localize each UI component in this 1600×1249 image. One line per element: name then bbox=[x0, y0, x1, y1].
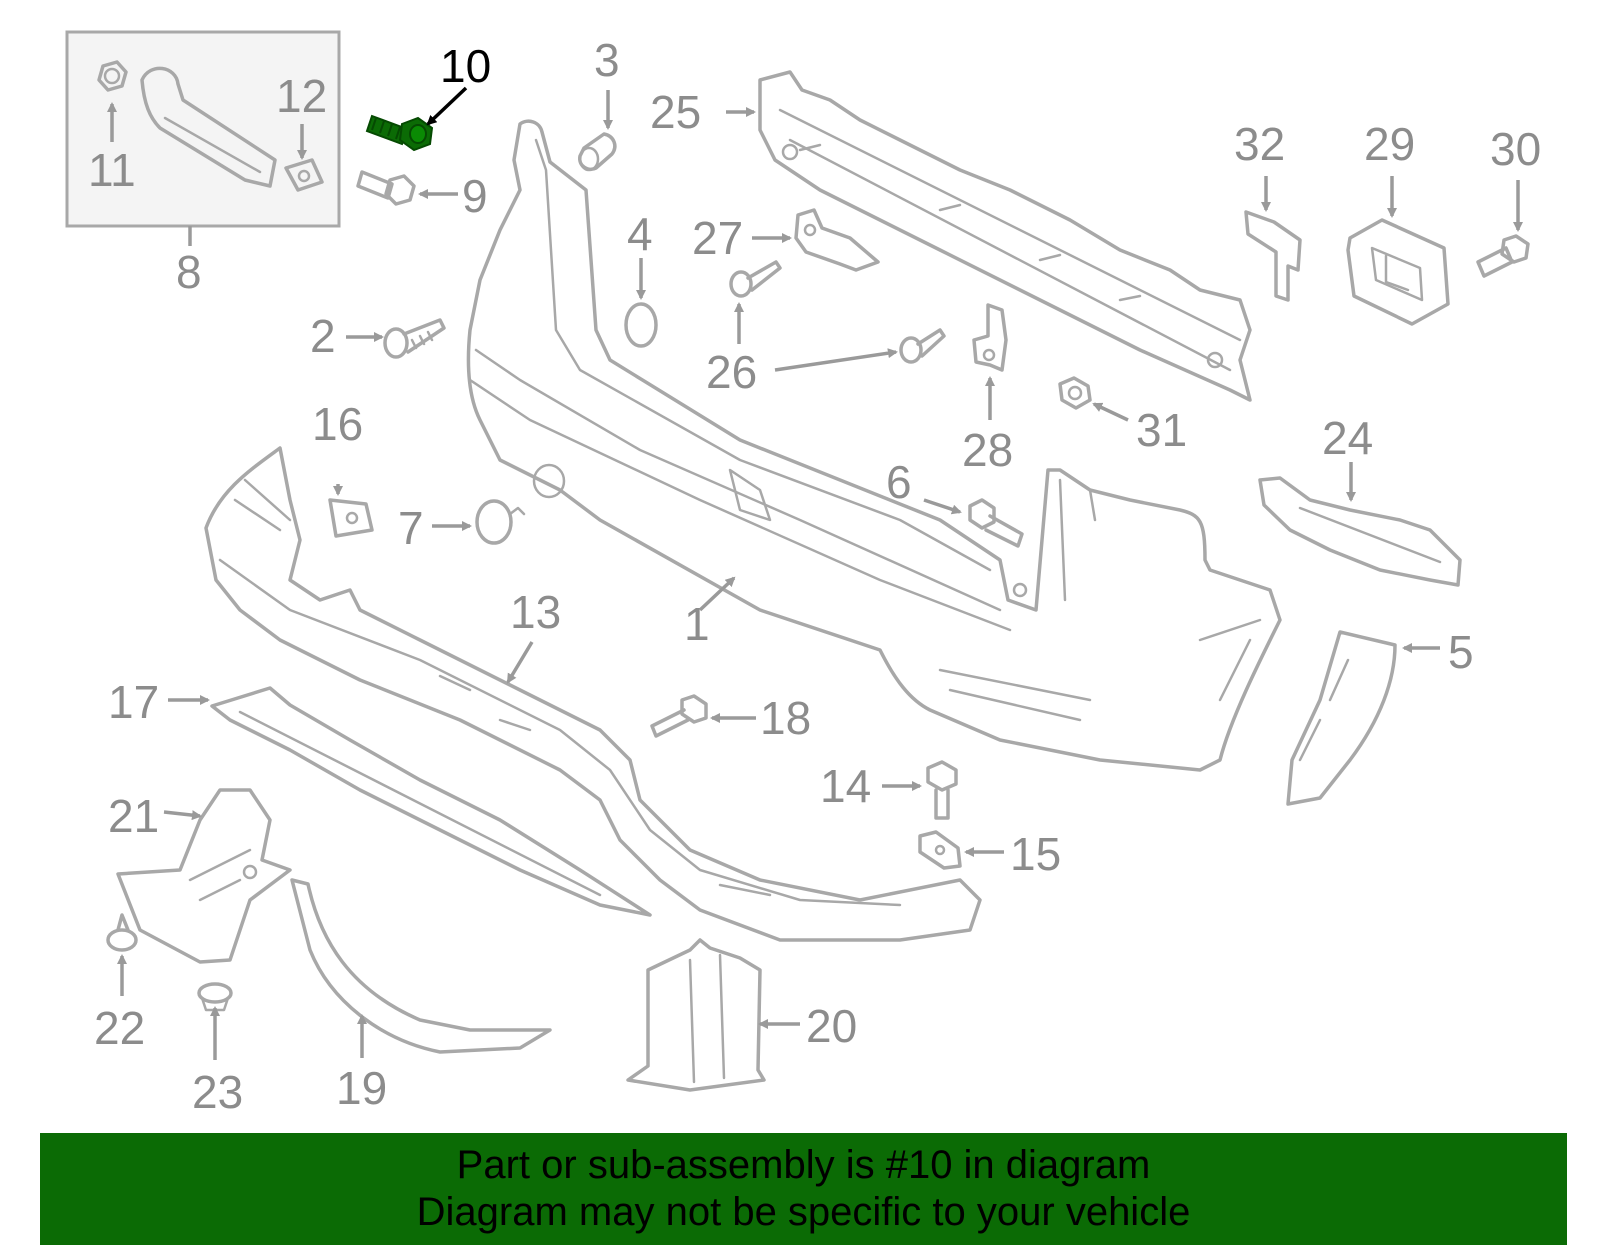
callout-3[interactable]: 3 bbox=[594, 34, 620, 86]
part-10-bolt[interactable] bbox=[365, 114, 434, 152]
part-31-nut[interactable] bbox=[1058, 376, 1092, 410]
part-16-clip[interactable] bbox=[328, 498, 374, 538]
part-8-bracket[interactable] bbox=[140, 66, 277, 188]
callout-16[interactable]: 16 bbox=[312, 398, 363, 450]
part-15-clip[interactable] bbox=[918, 830, 962, 870]
part-9-bolt[interactable] bbox=[356, 170, 416, 206]
callout-10[interactable]: 10 bbox=[440, 40, 491, 92]
part-26-screw-a[interactable] bbox=[729, 260, 782, 298]
part-25-reinforcement[interactable] bbox=[758, 70, 1252, 402]
part-2-screw[interactable] bbox=[383, 318, 446, 359]
part-22-pin[interactable] bbox=[106, 913, 138, 952]
part-5-molding[interactable] bbox=[1286, 630, 1397, 806]
callout-30[interactable]: 30 bbox=[1490, 123, 1541, 175]
callout-13[interactable]: 13 bbox=[510, 586, 561, 638]
callout-26[interactable]: 26 bbox=[706, 346, 757, 398]
part-13-valance[interactable] bbox=[204, 446, 982, 942]
callout-12[interactable]: 12 bbox=[276, 70, 327, 122]
part-12-clip[interactable] bbox=[284, 158, 324, 192]
part-27-bracket[interactable] bbox=[794, 208, 880, 272]
part-28-bracket[interactable] bbox=[972, 303, 1008, 372]
banner-line-2: Diagram may not be specific to your vehi… bbox=[416, 1190, 1191, 1234]
callout-2[interactable]: 2 bbox=[310, 310, 336, 362]
part-24-trim[interactable] bbox=[1258, 476, 1462, 587]
callout-arrows bbox=[107, 90, 1523, 1060]
callout-7[interactable]: 7 bbox=[398, 502, 424, 554]
callout-8[interactable]: 8 bbox=[176, 246, 202, 298]
callout-24[interactable]: 24 bbox=[1322, 412, 1373, 464]
part-23-nut[interactable] bbox=[197, 982, 233, 1012]
callout-19[interactable]: 19 bbox=[336, 1062, 387, 1114]
callout-31[interactable]: 31 bbox=[1136, 404, 1187, 456]
callout-14[interactable]: 14 bbox=[820, 760, 871, 812]
callout-11[interactable]: 11 bbox=[88, 144, 136, 196]
part-14-bolt[interactable] bbox=[926, 760, 958, 820]
part-18-screw[interactable] bbox=[650, 694, 708, 738]
part-11-nut[interactable] bbox=[97, 60, 128, 92]
part-32-bracket[interactable] bbox=[1244, 210, 1302, 302]
part-26-screw-b[interactable] bbox=[899, 328, 946, 364]
callout-29[interactable]: 29 bbox=[1364, 118, 1415, 170]
callout-25[interactable]: 25 bbox=[650, 86, 701, 138]
part-30-bolt[interactable] bbox=[1476, 234, 1530, 278]
callout-23[interactable]: 23 bbox=[192, 1066, 243, 1118]
part-29-sensor[interactable] bbox=[1346, 218, 1450, 326]
part-6-screw[interactable] bbox=[968, 498, 1024, 548]
part-4-seal[interactable] bbox=[624, 302, 658, 348]
callout-6[interactable]: 6 bbox=[886, 456, 912, 508]
part-19-trim[interactable] bbox=[290, 878, 552, 1054]
parts-diagram: 11 12 8 10 9 3 4 2 25 27 26 28 31 32 29 … bbox=[65, 30, 1541, 1118]
part-3-grommet[interactable] bbox=[578, 132, 617, 172]
callout-27[interactable]: 27 bbox=[692, 212, 743, 264]
callout-28[interactable]: 28 bbox=[962, 424, 1013, 476]
callout-labels: 11 12 8 10 9 3 4 2 25 27 26 28 31 32 29 … bbox=[88, 34, 1541, 1118]
callout-15[interactable]: 15 bbox=[1010, 828, 1061, 880]
callout-4[interactable]: 4 bbox=[627, 208, 653, 260]
part-20-deflector[interactable] bbox=[626, 938, 766, 1092]
callout-22[interactable]: 22 bbox=[94, 1002, 145, 1054]
kit-8-box bbox=[65, 30, 341, 228]
part-1-bumper-cover[interactable] bbox=[466, 119, 1282, 772]
callout-18[interactable]: 18 bbox=[760, 692, 811, 744]
info-banner: Part or sub-assembly is #10 in diagram D… bbox=[40, 1133, 1567, 1245]
banner-line-1: Part or sub-assembly is #10 in diagram bbox=[456, 1143, 1151, 1187]
callout-21[interactable]: 21 bbox=[108, 790, 159, 842]
callout-arrow-10 bbox=[426, 86, 468, 126]
part-7-plug[interactable] bbox=[475, 499, 526, 545]
callout-17[interactable]: 17 bbox=[108, 676, 159, 728]
callout-5[interactable]: 5 bbox=[1448, 626, 1474, 678]
callout-1[interactable]: 1 bbox=[684, 598, 710, 650]
callout-9[interactable]: 9 bbox=[462, 170, 488, 222]
part-17-strip[interactable] bbox=[210, 686, 652, 917]
callout-20[interactable]: 20 bbox=[806, 1000, 857, 1052]
callout-32[interactable]: 32 bbox=[1234, 118, 1285, 170]
